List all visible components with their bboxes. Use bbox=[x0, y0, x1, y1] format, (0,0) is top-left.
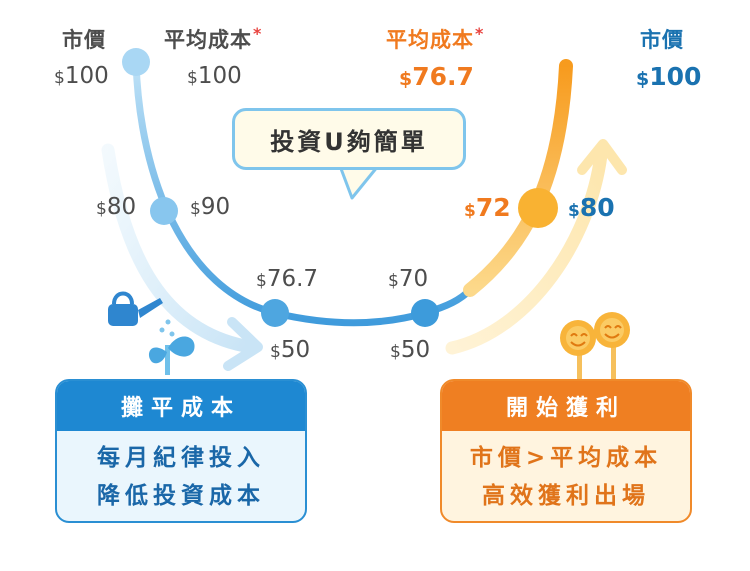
price-right-market-mid: $80 bbox=[568, 193, 615, 222]
slogan-text: 投資U夠簡單 bbox=[270, 127, 428, 156]
price-left-cost-mid: $90 bbox=[190, 194, 231, 220]
cost-curve-orange bbox=[463, 59, 573, 297]
card-take-profit: 開始獲利 市價>平均成本 高效獲利出場 bbox=[440, 379, 692, 523]
card-take-profit-line1: 市價>平均成本 bbox=[469, 445, 663, 471]
price-left-cost-top: $100 bbox=[187, 63, 242, 89]
watering-can-icon bbox=[108, 291, 175, 337]
card-average-down: 攤平成本 每月紀律投入 降低投資成本 bbox=[55, 379, 307, 523]
bubble-tail bbox=[338, 164, 380, 200]
price-right-cost-mid: $72 bbox=[464, 193, 511, 222]
price-right-market-low: $50 bbox=[390, 337, 431, 363]
header-left-market: 市價 bbox=[62, 28, 106, 52]
node-low-right bbox=[411, 299, 439, 327]
header-right-cost: 平均成本* bbox=[386, 24, 484, 54]
asterisk-mark: * bbox=[475, 24, 485, 43]
price-left-market-top: $100 bbox=[54, 63, 109, 89]
market-arrow-down bbox=[101, 143, 252, 353]
price-right-market-top: $100 bbox=[636, 62, 702, 91]
card-take-profit-body: 市價>平均成本 高效獲利出場 bbox=[442, 431, 690, 521]
node-low-left bbox=[261, 299, 289, 327]
card-average-down-line1: 每月紀律投入 bbox=[97, 445, 265, 471]
market-arrow-up bbox=[445, 148, 608, 355]
sprout-icon bbox=[148, 336, 195, 375]
node-start bbox=[122, 48, 150, 76]
header-left-cost: 平均成本* bbox=[164, 24, 262, 54]
flowers-icon bbox=[560, 312, 630, 382]
price-left-cost-low: $76.7 bbox=[256, 266, 319, 292]
card-take-profit-line2: 高效獲利出場 bbox=[482, 483, 650, 509]
price-right-cost-top: $76.7 bbox=[399, 62, 474, 91]
price-left-market-low: $50 bbox=[270, 337, 311, 363]
header-left-cost-text: 平均成本 bbox=[164, 28, 252, 52]
header-right-cost-text: 平均成本 bbox=[386, 28, 474, 52]
market-arrow-down-head bbox=[223, 317, 263, 371]
slogan-bubble: 投資U夠簡單 bbox=[232, 108, 466, 170]
card-average-down-title: 攤平成本 bbox=[57, 381, 305, 431]
price-left-market-mid: $80 bbox=[96, 194, 137, 220]
card-average-down-body: 每月紀律投入 降低投資成本 bbox=[57, 431, 305, 521]
asterisk-mark: * bbox=[253, 24, 263, 43]
card-take-profit-title: 開始獲利 bbox=[442, 381, 690, 431]
card-average-down-line2: 降低投資成本 bbox=[97, 483, 265, 509]
node-mid-left bbox=[150, 197, 178, 225]
price-right-cost-low: $70 bbox=[388, 266, 429, 292]
node-mid-right bbox=[518, 188, 558, 228]
header-right-market: 市價 bbox=[640, 28, 684, 52]
market-arrow-up-head bbox=[577, 139, 627, 175]
